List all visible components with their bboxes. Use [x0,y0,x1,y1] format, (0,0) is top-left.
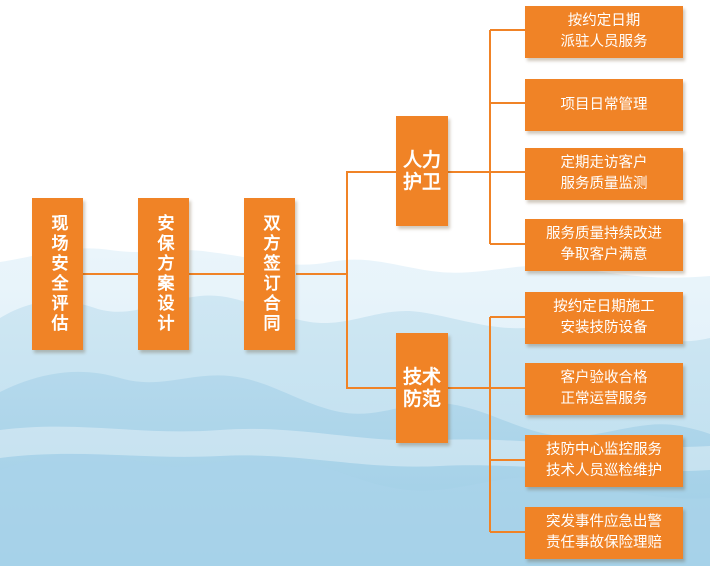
box-tech-item-1: 按约定日期施工 安装技防设备 [525,292,683,344]
box-tech-item-2-line-1: 客户验收合格 [560,370,648,386]
box-tech-item-3-line-2: 技术人员巡检维护 [546,463,662,479]
connector-split-tech [346,274,396,389]
box-tech-item-3-line-1: 技防中心监控服务 [546,442,662,458]
box-manpower-item-1-line-1: 按约定日期 [567,13,641,29]
box-manpower-item-4-line-1: 服务质量持续改进 [546,226,662,242]
box-manpower-item-1: 按约定日期 派驻人员服务 [525,6,683,58]
box-contract: 双方签订合同 [244,198,295,350]
connector-split-manpower [346,171,396,274]
box-manpower-item-1-line-2: 派驻人员服务 [560,34,648,50]
box-site-assessment: 现场安全评估 [32,198,83,350]
box-contract-label: 双方签订合同 [259,214,280,334]
box-tech-prevention-line-1: 技术 [402,366,441,388]
box-tech-item-1-line-1: 按约定日期施工 [553,299,655,315]
box-manpower-guard: 人力 护卫 [396,116,448,226]
box-tech-prevention-line-2: 防范 [402,388,441,410]
box-manpower-guard-line-2: 护卫 [402,171,441,193]
box-manpower-item-3-line-1: 定期走访客户 [560,155,648,171]
box-manpower-item-2-line-1: 项目日常管理 [560,96,648,113]
box-tech-item-1-line-2: 安装技防设备 [560,320,648,336]
box-security-plan-label: 安保方案设计 [153,214,174,334]
box-tech-prevention: 技术 防范 [396,333,448,443]
box-tech-item-3: 技防中心监控服务 技术人员巡检维护 [525,435,683,487]
box-manpower-item-3: 定期走访客户 服务质量监测 [525,148,683,200]
box-tech-item-4: 突发事件应急出警 责任事故保险理赔 [525,507,683,559]
box-tech-item-4-line-2: 责任事故保险理赔 [546,535,662,551]
box-manpower-item-4: 服务质量持续改进 争取客户满意 [525,219,683,271]
box-tech-item-2: 客户验收合格 正常运营服务 [525,363,683,415]
box-manpower-item-4-line-2: 争取客户满意 [560,247,648,263]
box-manpower-item-2: 项目日常管理 [525,79,683,131]
box-tech-item-2-line-2: 正常运营服务 [560,391,648,407]
box-manpower-guard-line-1: 人力 [402,149,441,171]
box-manpower-item-3-line-2: 服务质量监测 [560,176,648,192]
box-site-assessment-label: 现场安全评估 [47,214,68,334]
box-tech-item-4-line-1: 突发事件应急出警 [546,514,662,530]
box-security-plan: 安保方案设计 [138,198,189,350]
